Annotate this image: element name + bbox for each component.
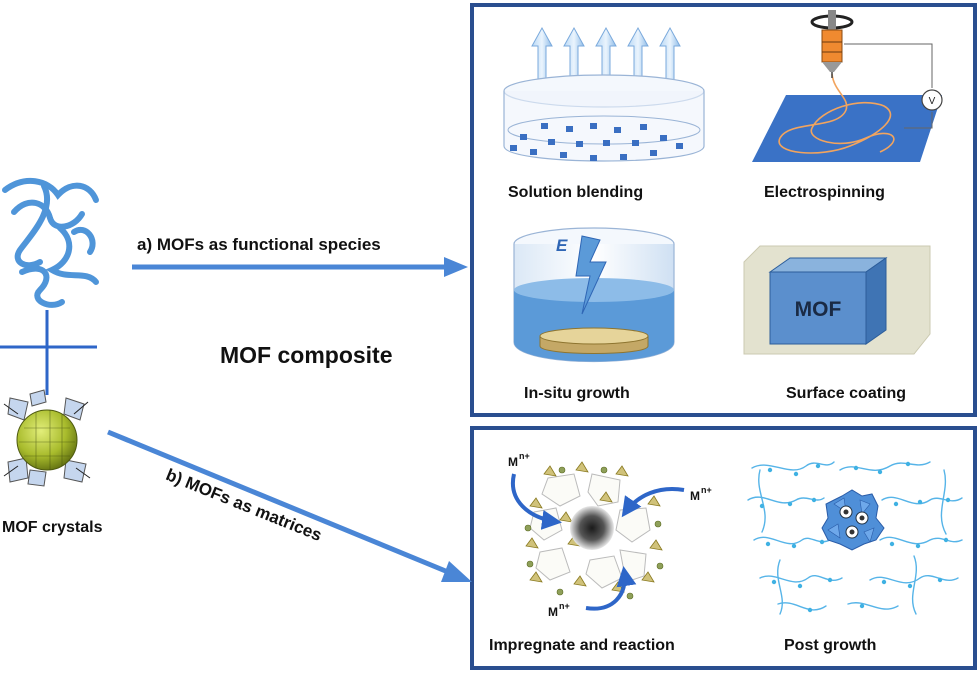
impregnate-reaction-icon	[510, 461, 685, 611]
polymer-chains-icon	[2, 177, 99, 308]
arrow-a	[132, 257, 468, 277]
mof-crystals-label: MOF crystals	[2, 519, 103, 536]
metal-ion-label-bottom: Mn+	[548, 601, 570, 619]
metal-ion-label-right: Mn+	[690, 485, 712, 503]
impregnate-label: Impregnate and reaction	[489, 637, 675, 654]
in-situ-growth-label: In-situ growth	[524, 385, 630, 402]
solution-blending-icon	[503, 26, 705, 162]
top-methods-frame	[470, 3, 977, 417]
electrospinning-icon	[752, 10, 943, 162]
composite-title: MOF composite	[220, 342, 393, 368]
arrow-b	[107, 429, 472, 582]
voltmeter-label: V	[929, 96, 936, 107]
electrospinning-label: Electrospinning	[764, 184, 885, 201]
surface-coating-icon	[743, 245, 931, 355]
solution-blending-label: Solution blending	[508, 184, 644, 201]
field-label: E	[556, 236, 568, 255]
mof-crystal-icon	[3, 389, 91, 487]
mof-block-label: MOF	[795, 298, 842, 321]
metal-ion-label-top: Mn+	[508, 451, 530, 469]
bottom-methods-frame	[470, 426, 977, 670]
post-growth-label: Post growth	[784, 637, 877, 654]
in-situ-growth-icon	[513, 227, 675, 363]
post-growth-icon	[747, 461, 963, 615]
path-a-label: a) MOFs as functional species	[137, 235, 381, 254]
surface-coating-label: Surface coating	[786, 385, 907, 402]
